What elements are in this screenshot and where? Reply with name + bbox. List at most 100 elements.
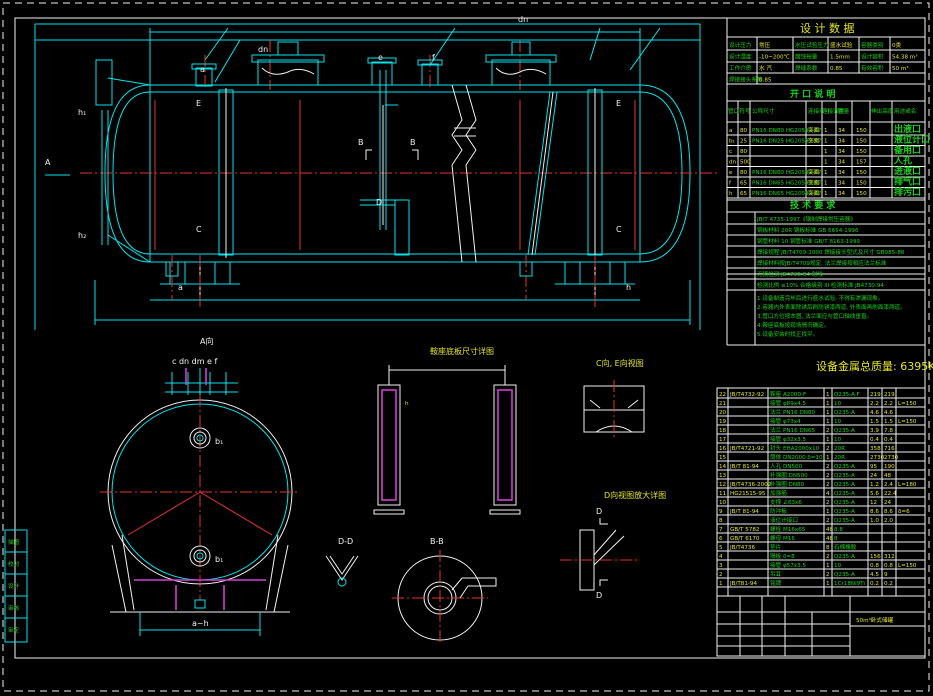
parts-cell: 95: [870, 464, 878, 470]
openings-header-cell: 伸出高度: [871, 107, 894, 115]
dd-title: D-D: [338, 537, 353, 546]
design-data-cell: 设计压力: [729, 41, 752, 49]
design-data-cell: 水压试验压力: [795, 41, 829, 49]
parts-cell: Q235-A: [834, 509, 855, 515]
parts-cell: 10: [719, 500, 727, 506]
openings-cell: 500: [740, 160, 751, 166]
design-data-cell: -10~200℃: [759, 54, 790, 61]
parts-cell: Q235-A: [834, 572, 855, 578]
parts-cell: 4.6: [884, 410, 893, 416]
parts-cell: 2730: [870, 455, 885, 461]
parts-cell: 8: [834, 536, 838, 542]
openings-cell: 34: [838, 149, 846, 155]
parts-cell: 1.2: [870, 482, 879, 488]
openings-cell: 突面: [808, 126, 820, 134]
parts-cell: 10: [834, 437, 842, 443]
parts-cell: 1: [826, 392, 830, 398]
parts-cell: 2: [826, 500, 830, 506]
openings-header-cell: 数量: [838, 107, 850, 115]
parts-cell: 20R: [834, 455, 845, 461]
design-data-cell: 0.85: [759, 78, 772, 84]
design-data-cell: 焊接接头系数: [729, 76, 763, 84]
parts-cell: 8: [826, 545, 830, 551]
design-data-cell: 设计容积: [861, 53, 884, 61]
openings-cell: c: [729, 149, 732, 155]
left-label-strip: 描图 校对 设计 审核 审定: [4, 529, 28, 643]
openings-cell: e: [729, 170, 733, 176]
parts-cell: 21: [719, 401, 727, 407]
openings-cell: 1: [824, 170, 828, 176]
parts-cell: 11: [719, 491, 727, 497]
openings-cell: 34: [838, 139, 846, 145]
design-data-cell: 54.38 m³: [892, 54, 917, 61]
openings-cell: 150: [856, 149, 867, 155]
openings-header-cell: 管口符号: [728, 107, 751, 115]
parts-cell: 1: [826, 437, 830, 443]
parts-cell: 10: [834, 419, 842, 425]
parts-cell: 0.4: [884, 437, 893, 443]
openings-cell: 突面: [808, 137, 820, 145]
parts-cell: 22: [719, 392, 726, 398]
end-view-a: A向 c dn dm e f b₁ b₁: [100, 336, 300, 636]
parts-cell: 0.4: [870, 437, 879, 443]
parts-cell: 358: [870, 446, 881, 452]
section-c-marker-2: C: [616, 225, 622, 234]
openings-cell: PN16 DN80 HG20592-97: [752, 170, 822, 176]
nozzle-b1-bottom: b₁: [215, 555, 223, 564]
openings-cell: 突面: [808, 168, 820, 176]
parts-cell: 219: [870, 392, 881, 398]
tech-note: 3.管口方位按本图, 法兰面应与管口轴线垂直。: [757, 312, 872, 320]
parts-cell: 312: [884, 554, 895, 560]
parts-cell: HG21515-95: [730, 491, 766, 497]
parts-cell: 螺栓 M16x65: [770, 525, 806, 533]
parts-cell: 垫片: [770, 543, 782, 551]
parts-cell: 20: [719, 410, 727, 416]
section-e-marker-1: E: [196, 99, 201, 108]
ce-view: C向, E向视图: [583, 358, 645, 440]
openings-header-cell: 连接面型: [822, 107, 845, 115]
parts-cell: 接管 φ89x4.5: [770, 399, 806, 407]
parts-cell: 1: [826, 455, 830, 461]
parts-cell: 1: [826, 509, 830, 515]
parts-cell: 1.0: [870, 518, 879, 524]
openings-cell: 34: [838, 170, 846, 176]
tech-title: 技 术 要 求: [790, 199, 836, 211]
parts-cell: 9: [719, 509, 723, 515]
tech-row: 钢管材料 10 钢管标准 GB/T 8163-1999: [757, 237, 860, 245]
parts-cell: 5.6: [870, 491, 879, 497]
parts-cell: 2: [826, 554, 830, 560]
dd-section: D-D: [325, 537, 359, 587]
parts-cell: 2: [826, 518, 830, 524]
parts-cell: 18: [719, 428, 727, 434]
openings-cell: 80: [740, 170, 748, 176]
design-data-cell: 设计温度: [729, 53, 752, 61]
openings-cell: 34: [838, 160, 846, 166]
parts-cell: 20R: [834, 446, 845, 452]
nozzle-label-h-bottom: h: [626, 283, 631, 292]
parts-cell: 补强圈 DN500: [770, 471, 808, 479]
parts-cell: L=150: [898, 401, 917, 407]
parts-cell: JB/T4736-2002: [729, 482, 771, 488]
parts-cell: 10: [834, 563, 842, 569]
parts-cell: 24: [870, 473, 878, 479]
parts-cell: 2.2: [884, 401, 893, 407]
parts-cell: 2: [826, 473, 830, 479]
openings-cell: 液位计口: [894, 134, 930, 146]
openings-cell: PN16 DN65 HG20592-97: [752, 191, 822, 197]
parts-cell: 隔板 δ=8: [770, 552, 795, 560]
parts-cell: 螺母 M16: [770, 534, 795, 542]
nozzle-label-dn: dn: [258, 45, 268, 54]
design-data-cell: 常压: [759, 41, 771, 49]
design-data-cell: 腐蚀裕量: [795, 53, 818, 61]
sidebar-label-5: 审定: [8, 626, 20, 634]
openings-cell: 突面: [808, 179, 820, 187]
parts-cell: 48: [884, 473, 892, 479]
parts-cell: 16: [719, 446, 727, 452]
parts-cell: δ=6: [898, 509, 910, 515]
parts-cell: 12: [719, 482, 726, 488]
view-a-title: A向: [200, 336, 213, 346]
parts-cell: 石棉橡胶: [834, 543, 857, 551]
parts-cell: 22.4: [884, 491, 897, 497]
parts-cell: 0.2: [884, 581, 893, 587]
sidebar-label-4: 审核: [8, 604, 20, 612]
